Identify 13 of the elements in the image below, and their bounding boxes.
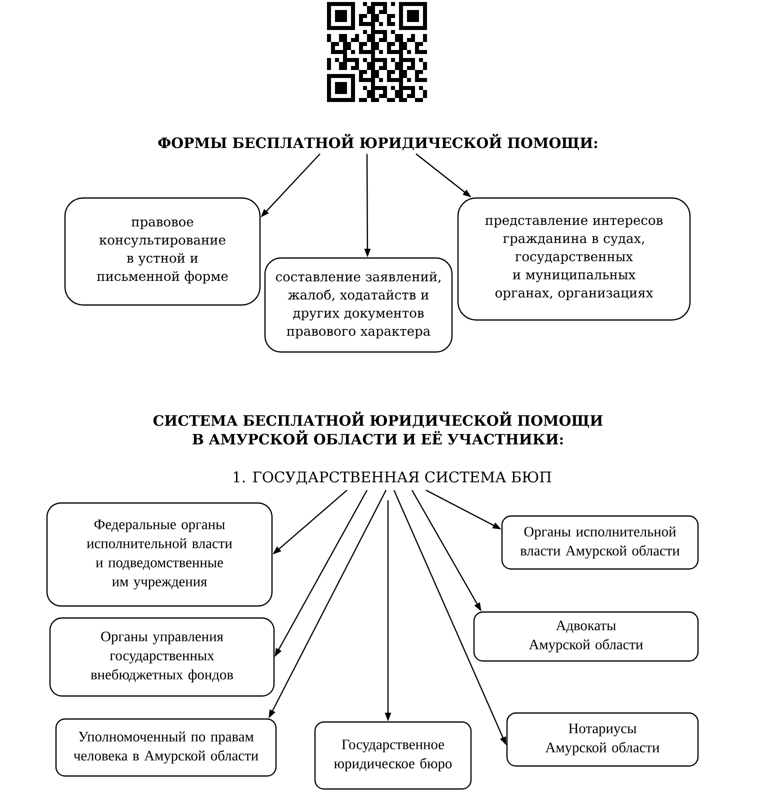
rounded-box: Нотариусы Амурской области [506, 712, 699, 767]
section-heading: ФОРМЫ БЕСПЛАТНОЙ ЮРИДИЧЕСКОЙ ПОМОЩИ: [158, 134, 598, 150]
rounded-box: Адвокаты Амурской области [473, 611, 699, 662]
section-heading: 1. ГОСУДАРСТВЕННАЯ СИСТЕМА БЮП [234, 471, 552, 485]
section-heading: СИСТЕМА БЕСПЛАТНОЙ ЮРИДИЧЕСКОЙ ПОМОЩИ В АМУРСКОЙ ОБЛАСТИ И ЕЁ УЧАСТНИКИ: [153, 411, 603, 445]
rounded-box: Органы управления государственных внебюджетных фондов [49, 617, 275, 697]
rounded-box: представление интересов гражданина в судах, государственных и муниципальных органах, организациях [457, 197, 691, 321]
rounded-box: Уполномоченный по правам человека в Амурской области [55, 718, 277, 777]
rounded-box: Федеральные органы исполнительной власти и подведомственные им учреждения [46, 502, 273, 607]
rounded-box: составление заявлений, жалоб, ходатайств и других документов правового характера [264, 257, 453, 353]
rounded-box: Государственное юридическое бюро [314, 721, 472, 790]
rounded-box: правовое консультирование в устной и письменной форме [64, 197, 261, 306]
rounded-box: Органы исполнительной власти Амурской области [501, 515, 699, 570]
